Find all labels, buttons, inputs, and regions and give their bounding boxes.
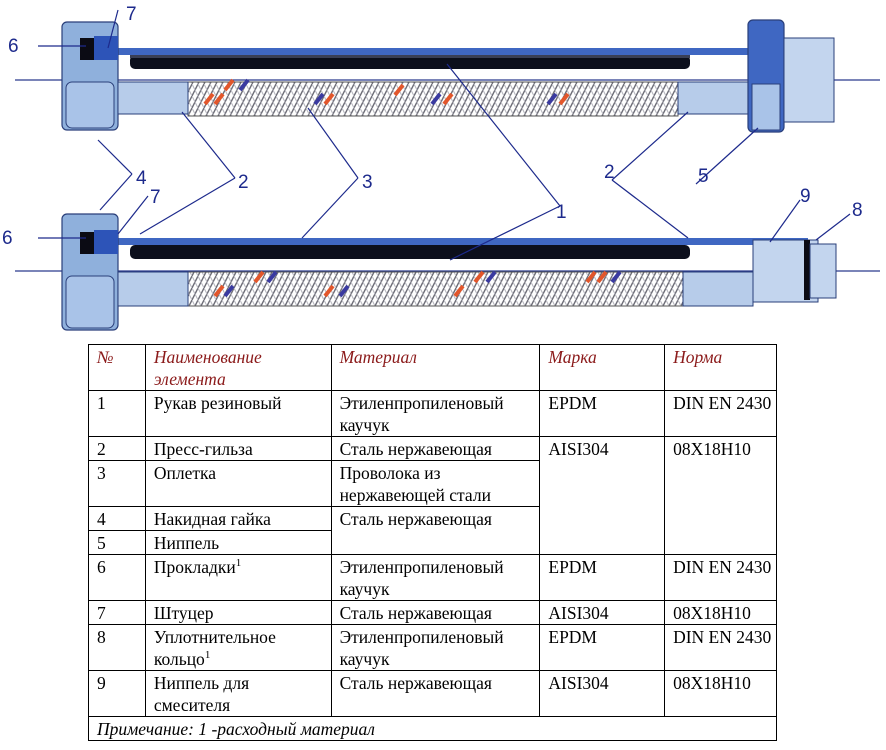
header-norm: Норма [664, 344, 777, 391]
table-row: 9 Ниппель для смесителя Сталь нержавеюща… [88, 670, 777, 717]
row-number: 6 [88, 554, 146, 601]
components-table: № Наименование элемента Материал Марка Н… [88, 344, 777, 741]
table-row: 1 Рукав резиновый Этиленпропиленовый кау… [88, 390, 777, 437]
row-name: Штуцер [144, 600, 332, 625]
row-material: Сталь нержавеющая [330, 436, 541, 461]
callout-7-top: 7 [126, 4, 137, 25]
row-norm: 08X18H10 [664, 436, 777, 555]
bottom-braid [187, 271, 684, 307]
row-name: Уплотнительное кольцо1 [144, 624, 332, 671]
callout-6-top: 6 [8, 36, 19, 57]
row-number: 8 [88, 624, 146, 671]
footnote-mark: 1 [204, 649, 211, 662]
callout-leaders [38, 9, 851, 261]
row-mark: EPDM [539, 554, 666, 601]
row-number: 7 [88, 600, 146, 625]
row-norm: 08X18H10 [664, 600, 777, 625]
top-left-sleeve [117, 81, 189, 115]
top-sheath-fitting [108, 48, 768, 55]
bottom-rubber-hose [130, 245, 690, 259]
row-name-text: Прокладки [153, 557, 236, 577]
row-number: 2 [88, 436, 146, 461]
table-row: 5 Ниппель [88, 530, 777, 555]
row-material: Этиленпропиленовый каучук [330, 624, 541, 671]
bottom-sheath-fitting [108, 238, 808, 245]
top-braid-colored-wires [203, 78, 570, 106]
table-row: 7 Штуцер Сталь нержавеющая AISI304 08X18… [88, 600, 777, 625]
row-number: 4 [88, 506, 146, 531]
bottom-fitting [94, 230, 118, 254]
row-name: Пресс-гильза [144, 436, 332, 461]
row-number: 9 [88, 670, 146, 717]
table-row: 2 Пресс-гильза Сталь нержавеющая AISI304… [88, 436, 777, 555]
table-row: 4 Накидная гайка Сталь нержавеющая [88, 506, 777, 555]
row-name-text: Уплотнительное кольцо [153, 627, 276, 669]
header-material: Материал [330, 344, 541, 391]
callout-2-right: 2 [604, 162, 615, 183]
callout-2-left: 2 [238, 172, 249, 193]
bottom-right-sleeve [682, 271, 754, 307]
row-name: Оплетка [144, 460, 332, 507]
row-name: Прокладки1 [144, 554, 332, 601]
table-row: 8 Уплотнительное кольцо1 Этиленпропилено… [88, 624, 777, 671]
header-name: Наименование элемента [144, 344, 332, 391]
table-row: 6 Прокладки1 Этиленпропиленовый каучук E… [88, 554, 777, 601]
header-number: № [88, 344, 146, 391]
row-material: Этиленпропиленовый каучук [330, 390, 541, 437]
top-gasket [80, 38, 94, 60]
row-number: 5 [88, 530, 146, 555]
callout-3: 3 [362, 172, 373, 193]
row-norm: DIN EN 2430 [664, 624, 777, 671]
row-mark: EPDM [539, 624, 666, 671]
row-material: Этиленпропиленовый каучук [330, 554, 541, 601]
callout-7-bottom: 7 [150, 187, 161, 208]
row-mark: AISI304 [539, 600, 666, 625]
callout-4: 4 [136, 168, 147, 189]
bottom-gasket [80, 232, 94, 254]
top-right-sleeve [677, 81, 749, 115]
row-material: Сталь нержавеющая [330, 506, 541, 555]
top-fitting [94, 36, 118, 60]
callout-5: 5 [698, 166, 709, 187]
callout-1: 1 [556, 202, 567, 223]
top-hose-assembly [15, 19, 880, 133]
row-material: Сталь нержавеющая [330, 670, 541, 717]
header-mark: Марка [539, 344, 666, 391]
table-note-row: Примечание: 1 -расходный материал [88, 716, 777, 741]
row-material: Проволока из нержавеющей стали [330, 460, 541, 507]
row-name: Ниппель для смесителя [144, 670, 332, 717]
row-name: Накидная гайка [144, 506, 332, 531]
row-name: Рукав резиновый [144, 390, 332, 437]
row-norm: DIN EN 2430 [664, 554, 777, 601]
callout-9: 9 [800, 186, 811, 207]
bottom-left-sleeve [117, 271, 189, 307]
row-norm: 08X18H10 [664, 670, 777, 717]
row-mark: EPDM [539, 390, 666, 437]
row-mark: AISI304 [539, 670, 666, 717]
row-number: 3 [88, 460, 146, 507]
callout-8: 8 [852, 200, 863, 221]
bottom-hose-assembly [15, 213, 880, 331]
table-header-row: № Наименование элемента Материал Марка Н… [88, 344, 777, 391]
top-braid [187, 81, 679, 117]
row-name: Ниппель [144, 530, 332, 555]
row-material: Сталь нержавеющая [330, 600, 541, 625]
callout-6-bottom: 6 [2, 228, 13, 249]
footnote-mark: 1 [235, 557, 242, 570]
table-note: Примечание: 1 -расходный материал [88, 716, 777, 741]
bottom-braid-colored-wires [213, 270, 622, 298]
row-mark: AISI304 [539, 436, 666, 555]
bottom-o-ring [804, 240, 810, 300]
row-number: 1 [88, 390, 146, 437]
hose-assembly-diagram: 6 7 4 2 3 2 5 6 7 1 9 8 [2, 4, 880, 331]
row-norm: DIN EN 2430 [664, 390, 777, 437]
top-rubber-hose [130, 55, 690, 69]
